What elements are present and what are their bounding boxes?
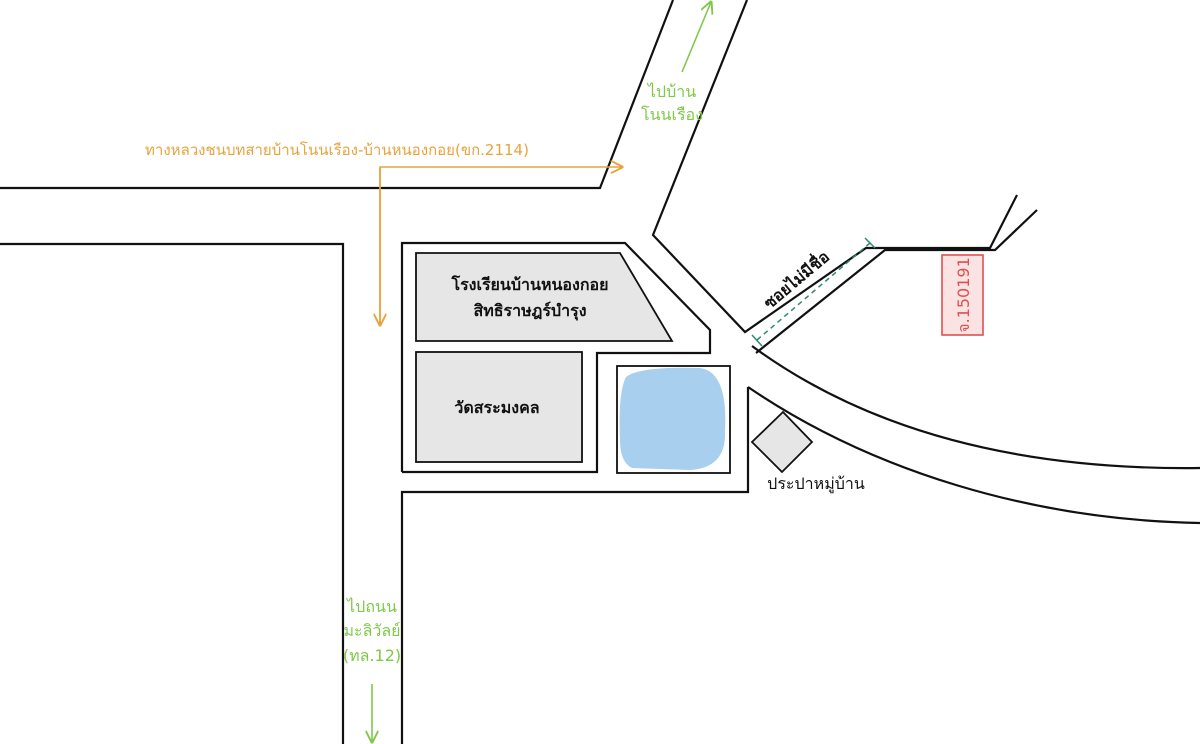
- km-marker-label: จ.150191: [954, 257, 973, 333]
- temple-building: [415, 351, 583, 463]
- to-nonrueang-line1: ไปบ้าน: [646, 82, 696, 101]
- pond: [619, 367, 726, 470]
- school-label-line1: โรงเรียนบ้านหนองกอย: [450, 274, 608, 294]
- pond-frame: [616, 365, 731, 474]
- road-central-south: [400, 387, 750, 744]
- water-supply-building: [750, 410, 814, 474]
- highway-north-edge: [0, 0, 675, 190]
- road-northeast-edge: [651, 0, 1018, 334]
- to-mali-line3: (ทล.12): [343, 646, 401, 665]
- soi-edge: [755, 209, 1038, 354]
- to-mali-line2: มะลิวัลย์: [343, 621, 400, 640]
- road-west-block-edge: [0, 242, 345, 744]
- soi-measure-tick-start: [751, 334, 763, 347]
- km-marker-box: [941, 254, 984, 336]
- to-mali-line1: ไปถนน: [345, 597, 397, 616]
- to-nonrueang-line2: โนนเรือง: [641, 105, 703, 124]
- soi-measure-dash: [756, 242, 871, 341]
- road-east-south-curve: [751, 345, 1200, 470]
- road-east-lower-curve: [747, 386, 1200, 525]
- temple-label: วัดสระมงคล: [454, 398, 539, 417]
- school-building: [415, 252, 674, 342]
- highway-label: ทางหลวงชนบทสายบ้านโนนเรือง-บ้านหนองกอย(ข…: [145, 141, 529, 159]
- green-arrow-north: [681, 2, 711, 73]
- water-supply-label: ประปาหมู่บ้าน: [767, 474, 865, 494]
- school-label-line2: สิทธิราษฎร์บำรุง: [473, 301, 586, 321]
- soi-measure-tick-end: [864, 237, 876, 249]
- central-block-outline: [400, 241, 712, 474]
